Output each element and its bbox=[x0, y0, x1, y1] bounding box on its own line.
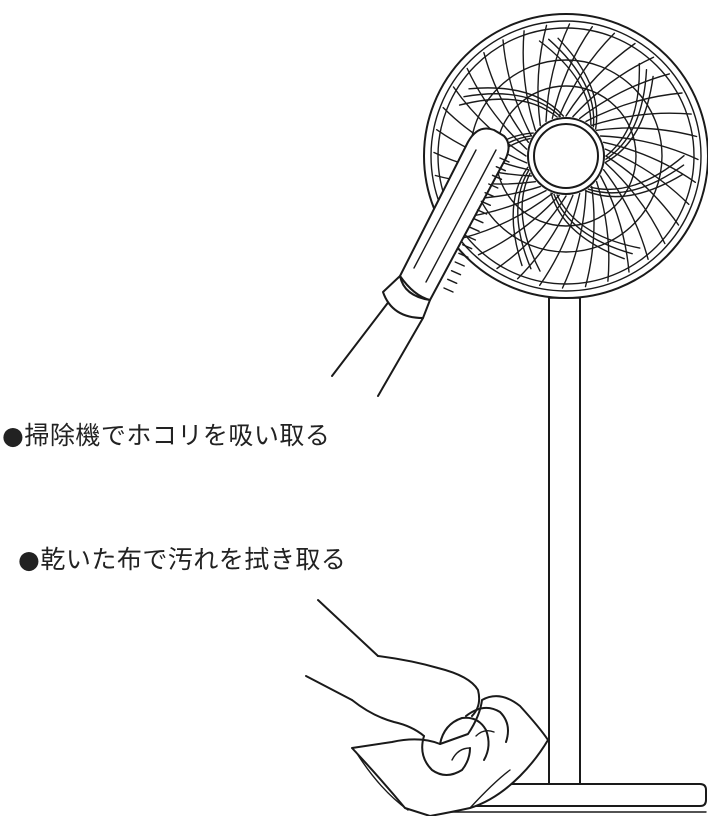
fan-blade-line bbox=[468, 87, 565, 117]
fan-blade-line bbox=[517, 169, 532, 270]
bristle bbox=[484, 191, 495, 198]
guard-spoke bbox=[572, 56, 655, 118]
bristle bbox=[458, 252, 469, 258]
guard-spoke bbox=[591, 112, 692, 127]
bristle bbox=[480, 200, 491, 207]
fan-blade-line bbox=[557, 37, 598, 130]
guard-spoke bbox=[462, 192, 553, 239]
guard-spoke bbox=[584, 185, 595, 288]
guard-spoke bbox=[599, 135, 699, 161]
fan-blade-line bbox=[604, 75, 654, 164]
guard-spoke bbox=[539, 192, 581, 286]
guard-spoke bbox=[604, 148, 690, 206]
guard-spoke bbox=[561, 189, 587, 289]
fan-blade-line bbox=[550, 192, 625, 260]
bristle bbox=[443, 287, 454, 293]
bristle bbox=[491, 174, 503, 181]
fan-blade-line bbox=[584, 173, 684, 198]
bristle bbox=[499, 157, 510, 163]
fan-blade-line bbox=[590, 155, 685, 191]
instruction-cloth: ●乾いた布で汚れを拭き取る bbox=[18, 545, 347, 574]
guard-spoke bbox=[565, 42, 636, 117]
guard-spoke bbox=[579, 73, 670, 120]
bristle bbox=[469, 226, 480, 233]
vacuum-nozzle-icon bbox=[331, 127, 510, 397]
guard-spoke bbox=[522, 30, 537, 131]
bristle bbox=[488, 183, 499, 189]
vacuum-brush-bristles bbox=[443, 157, 510, 293]
guard-spoke bbox=[599, 175, 630, 273]
fan-blade-line bbox=[548, 38, 595, 128]
bristle bbox=[495, 165, 506, 172]
guard-spoke bbox=[516, 194, 574, 280]
fan-blade-line bbox=[587, 164, 685, 194]
instruction-vacuum: ●掃除機でホコリを吸い取る bbox=[2, 421, 331, 450]
fan-blade-line bbox=[538, 40, 592, 126]
guard-spoke bbox=[496, 195, 567, 270]
fan-blade-line bbox=[458, 98, 558, 118]
bristle bbox=[462, 243, 473, 250]
bristle bbox=[450, 270, 462, 276]
guard-spoke bbox=[537, 24, 548, 127]
guard-spoke bbox=[477, 194, 560, 256]
bristle bbox=[454, 261, 465, 267]
bristle bbox=[476, 209, 488, 215]
hand-with-cloth-icon bbox=[305, 599, 549, 816]
guard-spoke bbox=[602, 141, 696, 183]
guard-spoke bbox=[585, 92, 683, 123]
fan-blade-line bbox=[556, 194, 641, 249]
guard-spoke bbox=[605, 155, 680, 226]
bristle bbox=[465, 235, 477, 241]
guard-spoke bbox=[502, 39, 533, 137]
fan-blade-line bbox=[605, 62, 641, 157]
bristle bbox=[473, 217, 484, 224]
guard-spoke bbox=[452, 86, 527, 157]
fan-blade-line bbox=[553, 193, 633, 255]
guard-spoke bbox=[595, 127, 698, 138]
fan-blade-line bbox=[521, 172, 541, 272]
fan-blade-line bbox=[463, 93, 561, 118]
guard-spoke bbox=[602, 169, 649, 260]
guard-spoke bbox=[604, 162, 666, 245]
fan-blade-line bbox=[512, 166, 529, 267]
fan-blade-line bbox=[605, 69, 648, 160]
bristle bbox=[447, 278, 458, 284]
guard-spoke bbox=[558, 32, 616, 118]
fan-pole bbox=[548, 297, 581, 785]
